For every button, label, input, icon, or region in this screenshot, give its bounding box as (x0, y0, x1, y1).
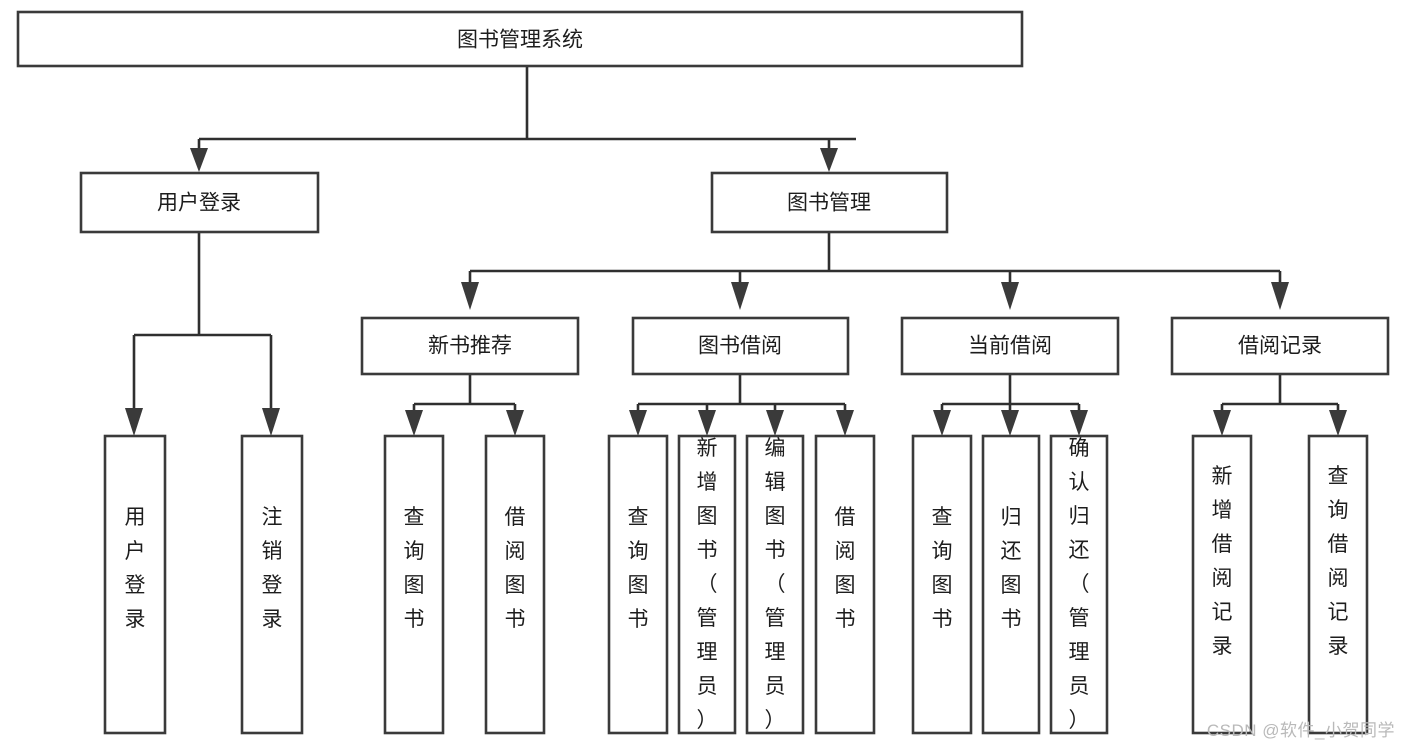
connector-group-current-borrow-leaves (933, 374, 1088, 436)
node-leaf-borrow-book-recommend[interactable]: 借阅图书 (484, 434, 546, 735)
arrow-head-leaf-user-login (125, 408, 143, 436)
node-leaf-add-book-label: 新增图书（管理员） (697, 437, 718, 732)
arrow-head-leaf-query-record (1329, 410, 1347, 436)
arrow-head-new-book-recommend (461, 282, 479, 310)
arrow-head-leaf-edit-book (766, 410, 784, 436)
node-leaf-borrow-book-recommend-box[interactable] (484, 434, 546, 735)
node-book-borrow-box[interactable] (631, 316, 850, 376)
node-leaf-borrow-book-recommend-label: 借阅图书 (505, 506, 526, 631)
node-leaf-edit-book[interactable]: 编辑图书（管理员） (745, 434, 805, 735)
node-leaf-query-book-borrow-label: 查询图书 (628, 506, 649, 631)
node-user-login-label: 用户登录 (157, 192, 241, 215)
node-leaf-user-login[interactable]: 用户登录 (103, 434, 167, 735)
arrow-head-leaf-add-book (698, 410, 716, 436)
node-root-box[interactable] (16, 10, 1024, 68)
connector-group-new-book-leaves (405, 374, 524, 436)
node-leaf-logout[interactable]: 注销登录 (240, 434, 304, 735)
arrow-head-current-borrow (1001, 282, 1019, 310)
node-leaf-query-book-current-box[interactable] (911, 434, 973, 735)
connector-group-borrow-record-leaves (1213, 374, 1347, 436)
node-leaf-edit-book-label: 编辑图书（管理员） (765, 437, 786, 732)
node-leaf-query-borrow-record[interactable]: 查询借阅记录 (1307, 434, 1369, 735)
node-leaf-return-book-box[interactable] (981, 434, 1041, 735)
node-root-label: 图书管理系统 (457, 29, 583, 52)
node-leaf-query-book-current[interactable]: 查询图书 (911, 434, 973, 735)
arrow-head-book-manage (820, 148, 838, 172)
arrow-head-leaf-borrow-book-2 (836, 410, 854, 436)
node-leaf-query-book-recommend-label: 查询图书 (404, 506, 425, 631)
arrow-head-leaf-query-book-1 (405, 410, 423, 436)
node-new-book-recommend[interactable]: 新书推荐 (360, 316, 580, 376)
node-current-borrow[interactable]: 当前借阅 (900, 316, 1120, 376)
node-leaf-logout-label: 注销登录 (262, 506, 283, 631)
arrow-head-leaf-query-book-2 (629, 410, 647, 436)
node-leaf-user-login-box[interactable] (103, 434, 167, 735)
arrow-head-borrow-record (1271, 282, 1289, 310)
node-leaf-add-book-box[interactable] (677, 434, 737, 735)
arrow-head-user-login (190, 148, 208, 172)
node-leaf-query-book-recommend[interactable]: 查询图书 (383, 434, 445, 735)
node-leaf-return-book-label: 归还图书 (1001, 506, 1022, 631)
arrow-head-leaf-logout (262, 408, 280, 436)
node-current-borrow-box[interactable] (900, 316, 1120, 376)
node-leaf-add-borrow-record-label: 新增借阅记录 (1212, 465, 1233, 658)
arrow-head-leaf-query-book-3 (933, 410, 951, 436)
connector-group-root (190, 66, 856, 172)
node-new-book-recommend-label: 新书推荐 (428, 335, 512, 358)
node-leaf-query-book-recommend-box[interactable] (383, 434, 445, 735)
node-user-login-box[interactable] (79, 171, 320, 234)
node-leaf-query-borrow-record-label: 查询借阅记录 (1328, 465, 1349, 658)
node-borrow-record-box[interactable] (1170, 316, 1390, 376)
node-user-login[interactable]: 用户登录 (79, 171, 320, 234)
node-new-book-recommend-box[interactable] (360, 316, 580, 376)
node-book-manage-box[interactable] (710, 171, 949, 234)
arrow-head-leaf-add-record (1213, 410, 1231, 436)
node-leaf-edit-book-box[interactable] (745, 434, 805, 735)
node-leaf-borrow-book-borrow[interactable]: 借阅图书 (814, 434, 876, 735)
node-leaf-return-book[interactable]: 归还图书 (981, 434, 1041, 735)
node-leaf-confirm-return-label: 确认归还（管理员） (1069, 437, 1090, 732)
node-leaf-logout-box[interactable] (240, 434, 304, 735)
node-book-manage-label: 图书管理 (787, 192, 871, 215)
arrow-head-leaf-return-book (1001, 410, 1019, 436)
node-book-manage[interactable]: 图书管理 (710, 171, 949, 234)
node-leaf-query-book-current-label: 查询图书 (932, 506, 953, 631)
node-leaf-add-borrow-record-box[interactable] (1191, 434, 1253, 735)
node-leaf-add-borrow-record[interactable]: 新增借阅记录 (1191, 434, 1253, 735)
node-leaf-user-login-label: 用户登录 (125, 506, 146, 631)
node-leaf-confirm-return[interactable]: 确认归还（管理员） (1049, 434, 1109, 735)
node-book-borrow-label: 图书借阅 (698, 335, 782, 358)
node-leaf-confirm-return-box[interactable] (1049, 434, 1109, 735)
node-current-borrow-label: 当前借阅 (968, 335, 1052, 358)
node-leaf-query-book-borrow[interactable]: 查询图书 (607, 434, 669, 735)
node-book-borrow[interactable]: 图书借阅 (631, 316, 850, 376)
connector-group-user-login-leaves (125, 232, 280, 436)
node-root[interactable]: 图书管理系统 (16, 10, 1024, 68)
node-borrow-record-label: 借阅记录 (1238, 335, 1322, 358)
node-leaf-query-book-borrow-box[interactable] (607, 434, 669, 735)
arrow-head-leaf-confirm-return (1070, 410, 1088, 436)
node-leaf-borrow-book-borrow-box[interactable] (814, 434, 876, 735)
arrow-head-book-borrow (731, 282, 749, 310)
connector-group-book-manage (461, 232, 1289, 310)
arrow-head-leaf-borrow-book-1 (506, 410, 524, 436)
node-leaf-borrow-book-borrow-label: 借阅图书 (835, 506, 856, 631)
node-leaf-query-borrow-record-box[interactable] (1307, 434, 1369, 735)
node-borrow-record[interactable]: 借阅记录 (1170, 316, 1390, 376)
connector-group-book-borrow-leaves (629, 374, 854, 436)
node-leaf-add-book[interactable]: 新增图书（管理员） (677, 434, 737, 735)
